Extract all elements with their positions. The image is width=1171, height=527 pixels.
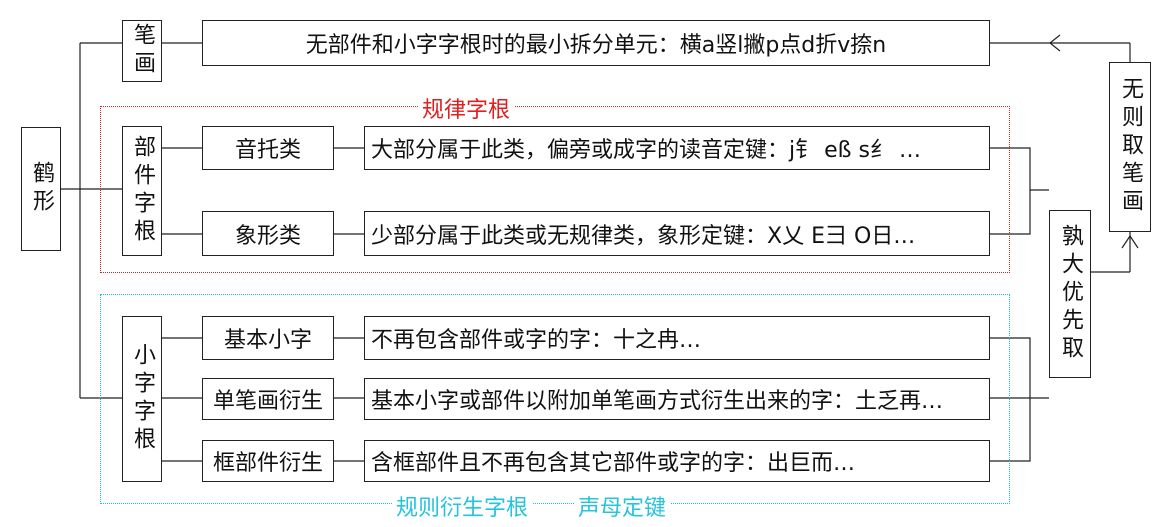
basic-small-character-description-text: 不再包含部件或字的字：十之冉… xyxy=(371,328,702,353)
initial-key-title: 声母定键 xyxy=(574,490,671,522)
stroke-description-text: 无部件和小字字根时的最小拆分单元：横a竖l撇p点d折v捺n xyxy=(305,33,887,58)
priority-label: 孰大优先取 xyxy=(1058,224,1083,364)
pictographic-category-node: 象形类 xyxy=(202,211,334,256)
single-stroke-derived-label: 单笔画衍生 xyxy=(212,389,323,414)
regular-radicals-title: 规律字根 xyxy=(418,92,515,124)
frame-component-derived-label: 框部件衍生 xyxy=(212,451,323,476)
basic-small-character-label: 基本小字 xyxy=(223,328,312,353)
single-stroke-derived-node: 单笔画衍生 xyxy=(202,378,334,420)
stroke-description: 无部件和小字字根时的最小拆分单元：横a竖l撇p点d折v捺n xyxy=(202,20,990,66)
pictographic-category-label: 象形类 xyxy=(234,223,301,249)
regular-radicals-region xyxy=(100,106,1010,273)
derived-radicals-title: 规则衍生字根 xyxy=(392,490,533,522)
component-radicals-label: 部件字根 xyxy=(130,135,155,247)
stroke-node: 笔画 xyxy=(122,20,162,82)
component-radicals-node: 部件字根 xyxy=(122,126,162,256)
pictographic-category-description: 少部分属于此类或无规律类，象形定键：X乂 E彐 O日… xyxy=(364,211,990,256)
fallback-label: 无则取笔画 xyxy=(1118,77,1143,217)
single-stroke-derived-description: 基本小字或部件以附加单笔画方式衍生出来的字：土乏再… xyxy=(364,378,990,420)
small-character-radicals-node: 小字字根 xyxy=(122,316,162,482)
sound-category-description: 大部分属于此类，偏旁或成字的读音定键：j钅 eß s纟 … xyxy=(364,126,990,170)
frame-component-derived-description: 含框部件且不再包含其它部件或字的字：出巨而… xyxy=(364,440,990,482)
basic-small-character-node: 基本小字 xyxy=(202,316,334,360)
frame-component-derived-description-text: 含框部件且不再包含其它部件或字的字：出巨而… xyxy=(371,451,856,476)
stroke-node-label: 笔画 xyxy=(130,23,155,79)
root-node-label: 鹤形 xyxy=(29,161,54,217)
fallback-node: 无则取笔画 xyxy=(1109,62,1151,232)
derived-radicals-region xyxy=(100,294,1010,504)
pictographic-category-description-text: 少部分属于此类或无规律类，象形定键：X乂 E彐 O日… xyxy=(371,223,916,249)
sound-category-node: 音托类 xyxy=(202,126,334,170)
sound-category-description-text: 大部分属于此类，偏旁或成字的读音定键：j钅 eß s纟 … xyxy=(371,138,921,163)
root-node-crane-shape: 鹤形 xyxy=(21,127,61,251)
sound-category-label: 音托类 xyxy=(234,138,301,163)
frame-component-derived-node: 框部件衍生 xyxy=(202,440,334,482)
single-stroke-derived-description-text: 基本小字或部件以附加单笔画方式衍生出来的字：土乏再… xyxy=(371,389,944,414)
priority-node: 孰大优先取 xyxy=(1049,210,1091,378)
basic-small-character-description: 不再包含部件或字的字：十之冉… xyxy=(364,316,990,360)
small-character-radicals-label: 小字字根 xyxy=(130,343,155,455)
